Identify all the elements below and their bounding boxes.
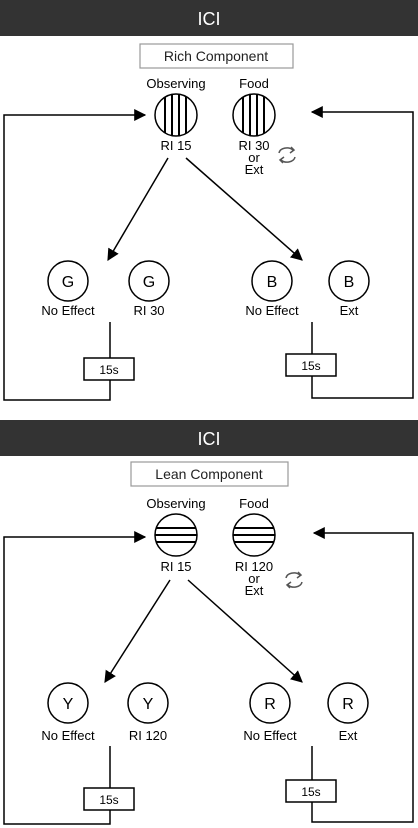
key-schedule-label: Ext	[340, 303, 359, 318]
key-schedule-label: RI 30	[133, 303, 164, 318]
key-schedule-label: No Effect	[41, 728, 95, 743]
ici-header-bar	[0, 420, 418, 456]
observing-label: Observing	[146, 496, 205, 511]
component-label: Lean Component	[155, 466, 263, 482]
observing-key-striped	[154, 93, 198, 137]
key-circle	[328, 260, 370, 302]
food-schedule-line2: or	[248, 571, 260, 586]
key-circle	[249, 682, 291, 724]
key-letter: G	[62, 274, 74, 291]
food-schedule-line2: or	[248, 150, 260, 165]
timer-box	[285, 779, 337, 803]
food-label: Food	[239, 496, 269, 511]
ici-header-label: ICI	[197, 9, 220, 29]
timer-label: 15s	[99, 793, 118, 807]
timer-label: 15s	[301, 785, 320, 799]
component-label-box	[130, 461, 289, 487]
alternation-cycle-icon	[285, 571, 303, 589]
food-key-striped	[232, 93, 276, 137]
key-letter: B	[344, 274, 355, 291]
key-schedule-label: No Effect	[243, 728, 297, 743]
timer-box	[83, 357, 135, 381]
observing-key-striped	[154, 513, 198, 557]
key-circle	[127, 682, 169, 724]
key-circle	[327, 682, 369, 724]
key-letter: R	[342, 696, 354, 713]
food-label: Food	[239, 76, 269, 91]
timer-label: 15s	[301, 359, 320, 373]
key-schedule-label: No Effect	[41, 303, 95, 318]
food-schedule-line1: RI 30	[238, 138, 269, 153]
branch-arrow-left	[104, 579, 171, 684]
key-schedule-label: RI 120	[129, 728, 167, 743]
food-schedule-line3: Ext	[245, 583, 264, 598]
ici-header-label: ICI	[197, 429, 220, 449]
panel-rich: ICI Rich Component Observing Food	[0, 0, 418, 401]
observing-label: Observing	[146, 76, 205, 91]
return-loop-right	[311, 527, 414, 823]
observing-schedule: RI 15	[160, 138, 191, 153]
key-letter: R	[264, 696, 276, 713]
key-letter: Y	[143, 696, 154, 713]
key-schedule-label: Ext	[339, 728, 358, 743]
return-loop-left	[3, 109, 147, 401]
ici-header-bar	[0, 0, 418, 36]
timer-label: 15s	[99, 363, 118, 377]
component-label: Rich Component	[164, 48, 268, 64]
food-key-striped	[232, 513, 276, 557]
panel-lean: ICI Lean Component Observing Food RI 15 …	[0, 420, 418, 825]
key-letter: G	[143, 274, 155, 291]
key-letter: Y	[63, 696, 74, 713]
key-schedule-label: No Effect	[245, 303, 299, 318]
timer-box	[285, 353, 337, 377]
timer-box	[83, 787, 135, 811]
key-circle	[251, 260, 293, 302]
key-letter: B	[267, 274, 278, 291]
key-circle	[128, 260, 170, 302]
observing-schedule: RI 15	[160, 559, 191, 574]
return-loop-left	[3, 531, 147, 825]
alternation-cycle-icon	[278, 146, 296, 164]
component-label-box	[139, 43, 294, 69]
branch-arrow-right	[187, 579, 303, 683]
key-circle	[47, 682, 89, 724]
key-circle	[47, 260, 89, 302]
food-schedule-line1: RI 120	[235, 559, 273, 574]
branch-arrow-right	[185, 157, 303, 261]
branch-arrow-left	[107, 157, 169, 262]
food-schedule-line3: Ext	[245, 162, 264, 177]
return-loop-right	[310, 106, 414, 399]
